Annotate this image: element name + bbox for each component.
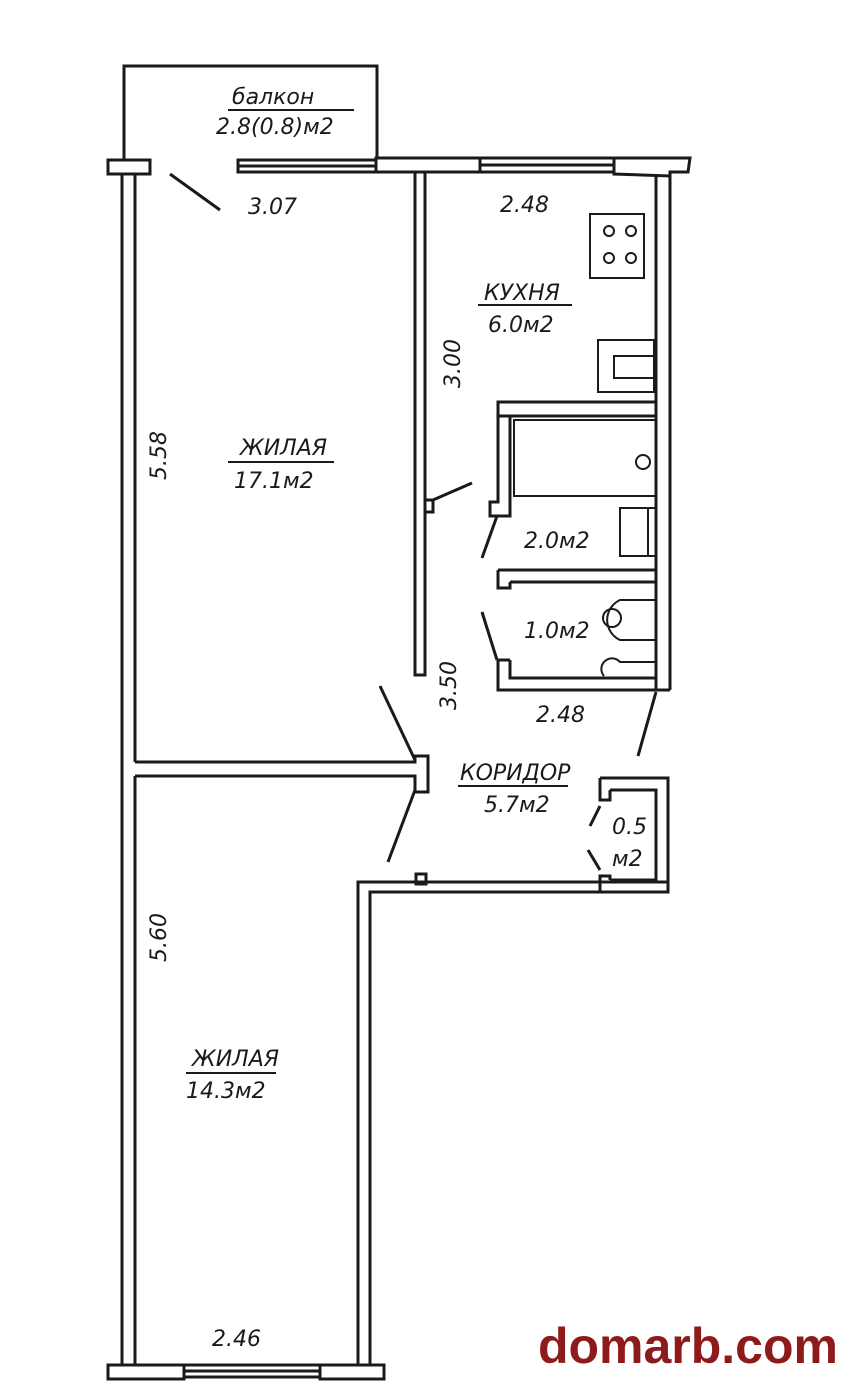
sink-icon <box>597 339 655 393</box>
watermark: domarb.com <box>537 1318 838 1374</box>
dim-living2-width: 2.46 <box>212 1327 261 1352</box>
kitchen-name: КУХНЯ <box>484 281 560 306</box>
dim-kitchen-length: 3.00 <box>441 339 466 388</box>
balcony-name: балкон <box>232 85 314 110</box>
wall-top-right <box>612 156 692 178</box>
wall-top-left <box>106 158 152 176</box>
corridor-bottom-wall <box>356 880 670 1365</box>
closet-area-2: м2 <box>612 847 643 872</box>
dim-living2-length: 5.60 <box>147 913 172 962</box>
living2-area: 14.3м2 <box>186 1079 266 1104</box>
balcony-door <box>169 172 221 212</box>
toilet-area: 1.0м2 <box>524 619 590 644</box>
dim-kitchen-width: 2.48 <box>500 193 549 218</box>
dim-bath-width: 2.48 <box>536 703 585 728</box>
living1-name: ЖИЛАЯ <box>238 436 327 461</box>
dim-corridor-length: 3.50 <box>437 661 462 710</box>
closet-area-1: 0.5 <box>612 815 647 840</box>
balcony-outline <box>122 64 379 160</box>
partition-wall <box>413 170 427 677</box>
corridor-name: КОРИДОР <box>460 761 571 786</box>
wall-between-living <box>135 754 430 794</box>
corridor-area: 5.7м2 <box>484 793 550 818</box>
living1-area: 17.1м2 <box>234 469 314 494</box>
dim-living1-length: 5.58 <box>147 431 172 480</box>
bathroom-area: 2.0м2 <box>524 529 590 554</box>
bath-toilet-wall <box>496 568 656 590</box>
stove-icon <box>589 213 645 279</box>
washer-icon <box>619 507 657 557</box>
toilet-icon <box>606 599 656 641</box>
living2-name: ЖИЛАЯ <box>190 1047 279 1072</box>
balcony-area: 2.8(0.8)м2 <box>216 115 334 140</box>
closet-walls <box>598 776 670 892</box>
dim-living1-width: 3.07 <box>248 195 297 220</box>
kitchen-area: 6.0м2 <box>488 313 554 338</box>
bathroom-top-wall <box>496 400 658 418</box>
wall-top-middle <box>374 156 482 174</box>
bathtub-icon <box>513 419 657 497</box>
